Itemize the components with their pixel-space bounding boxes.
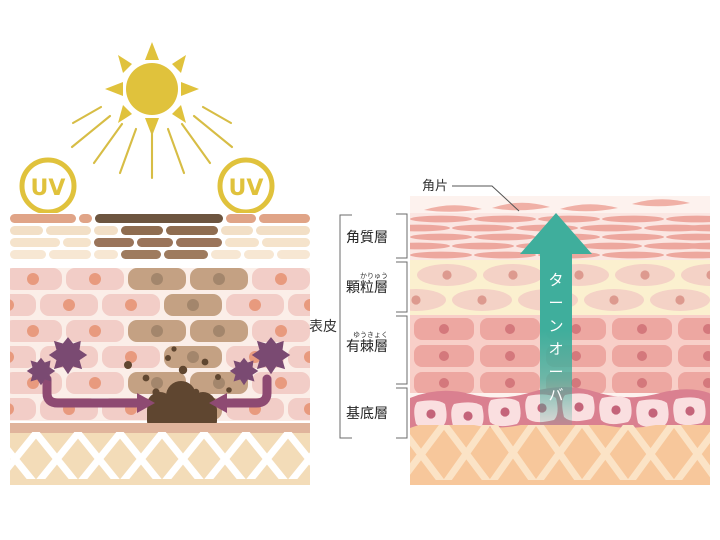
turnover-char-3: オ bbox=[548, 340, 563, 358]
sun-icon bbox=[70, 42, 234, 180]
right-panel: タ ー ン オ ー バ 角片 表皮 bbox=[309, 179, 710, 485]
layer-labels: 角質層 かりゅう 顆粒層 ゆうきょく 有棘層 基底層 bbox=[346, 230, 388, 422]
layer-brackets bbox=[396, 213, 408, 439]
epidermis-group-label: 表皮 bbox=[309, 319, 337, 335]
uv-badge-left: UV bbox=[19, 157, 77, 215]
bracket-granular bbox=[396, 261, 408, 313]
furigana-spinous: ゆうきょく bbox=[353, 331, 388, 339]
turnover-char-0: タ bbox=[548, 271, 563, 289]
bracket-basal bbox=[396, 387, 408, 439]
right-dermis bbox=[410, 425, 710, 485]
label-spinous: 有棘層 bbox=[346, 339, 388, 355]
corneocyte-callout: 角片 bbox=[422, 179, 520, 212]
label-basal: 基底層 bbox=[346, 405, 388, 422]
label-stratum-corneum: 角質層 bbox=[346, 230, 388, 246]
turnover-char-1: ー bbox=[548, 294, 563, 312]
uv-badge-right: UV bbox=[217, 157, 275, 215]
epidermis-bracket bbox=[339, 214, 352, 439]
uv-badge-right-label: UV bbox=[229, 176, 264, 201]
bracket-spinous bbox=[396, 315, 408, 385]
furigana-granular: かりゅう bbox=[360, 272, 388, 280]
turnover-char-4: ー bbox=[548, 363, 563, 381]
corneocyte-callout-label: 角片 bbox=[422, 179, 448, 194]
corneocyte-flake bbox=[424, 199, 690, 212]
arrow-head bbox=[137, 393, 227, 413]
turnover-char-2: ン bbox=[548, 317, 563, 335]
melanin-transfer-arrow bbox=[42, 374, 272, 408]
melanin-deposit bbox=[147, 381, 217, 429]
left-stratum-corneum bbox=[10, 213, 310, 268]
bracket-corneum bbox=[396, 213, 408, 259]
label-granular: 顆粒層 bbox=[346, 280, 388, 296]
turnover-char-5: バ bbox=[548, 386, 563, 404]
sun-ray-lines bbox=[70, 105, 234, 180]
left-panel: UV UV bbox=[10, 42, 310, 485]
turnover-arrow bbox=[520, 213, 592, 425]
uv-badge-left-label: UV bbox=[31, 176, 66, 201]
melanocyte bbox=[26, 337, 291, 386]
left-basement-band bbox=[10, 423, 310, 433]
turnover-arrow-label: タ ー ン オ ー バ bbox=[548, 271, 563, 404]
left-dermis bbox=[10, 432, 310, 485]
